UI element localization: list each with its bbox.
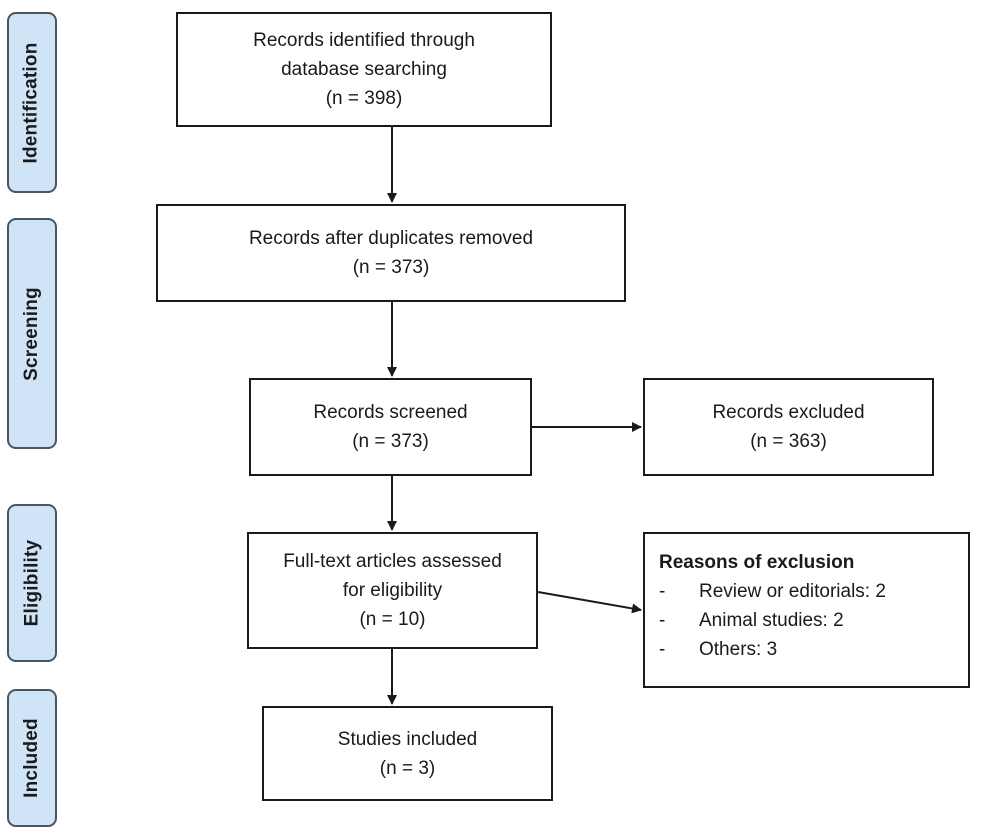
box-duplicates-removed-count: (n = 373) xyxy=(352,257,430,278)
reasons-title: Reasons of exclusion xyxy=(659,552,855,573)
box-duplicates-removed-line1: Records after duplicates removed xyxy=(248,228,534,249)
box-studies-included-line1: Studies included xyxy=(337,728,478,750)
box-records-identified: Records identified through database sear… xyxy=(176,12,552,127)
reason-text: Others: 3 xyxy=(699,639,778,660)
box-records-screened-line1: Records screened xyxy=(313,402,468,423)
box-full-text-assessed: Full-text articles assessed for eligibil… xyxy=(247,532,538,649)
reason-item: - Others: 3 xyxy=(659,635,956,664)
box-records-excluded-line1: Records excluded xyxy=(712,402,865,423)
box-full-text-assessed-line2: for eligibility xyxy=(342,580,443,601)
reason-text: Review or editorials: 2 xyxy=(699,581,886,602)
box-reasons-of-exclusion: Reasons of exclusion - Review or editori… xyxy=(643,532,970,688)
box-records-identified-line1: Records identified through xyxy=(253,30,475,51)
box-records-screened-count: (n = 373) xyxy=(352,431,429,452)
reason-item: - Animal studies: 2 xyxy=(659,606,956,635)
reason-text: Animal studies: 2 xyxy=(699,610,844,631)
reason-item: - Review or editorials: 2 xyxy=(659,577,956,606)
box-records-screened: Records screened (n = 373) xyxy=(249,378,532,476)
phase-included: Included xyxy=(7,689,57,827)
box-studies-included: Studies included (n = 3) xyxy=(262,706,553,801)
arrow-fulltext-to-reasons xyxy=(537,591,642,614)
phase-eligibility: Eligibility xyxy=(7,504,57,662)
box-duplicates-removed: Records after duplicates removed (n = 37… xyxy=(156,204,626,302)
box-studies-included-count: (n = 3) xyxy=(379,757,436,779)
box-full-text-assessed-count: (n = 10) xyxy=(359,609,426,630)
phase-identification: Identification xyxy=(7,12,57,193)
reason-bullet: - xyxy=(659,581,666,602)
box-records-identified-count: (n = 398) xyxy=(325,88,403,109)
reason-bullet: - xyxy=(659,639,666,660)
phase-screening: Screening xyxy=(7,218,57,449)
box-records-excluded: Records excluded (n = 363) xyxy=(643,378,934,476)
reason-bullet: - xyxy=(659,610,666,631)
box-records-identified-line2: database searching xyxy=(281,59,447,80)
box-full-text-assessed-line1: Full-text articles assessed xyxy=(283,551,502,572)
box-records-excluded-count: (n = 363) xyxy=(750,431,827,452)
